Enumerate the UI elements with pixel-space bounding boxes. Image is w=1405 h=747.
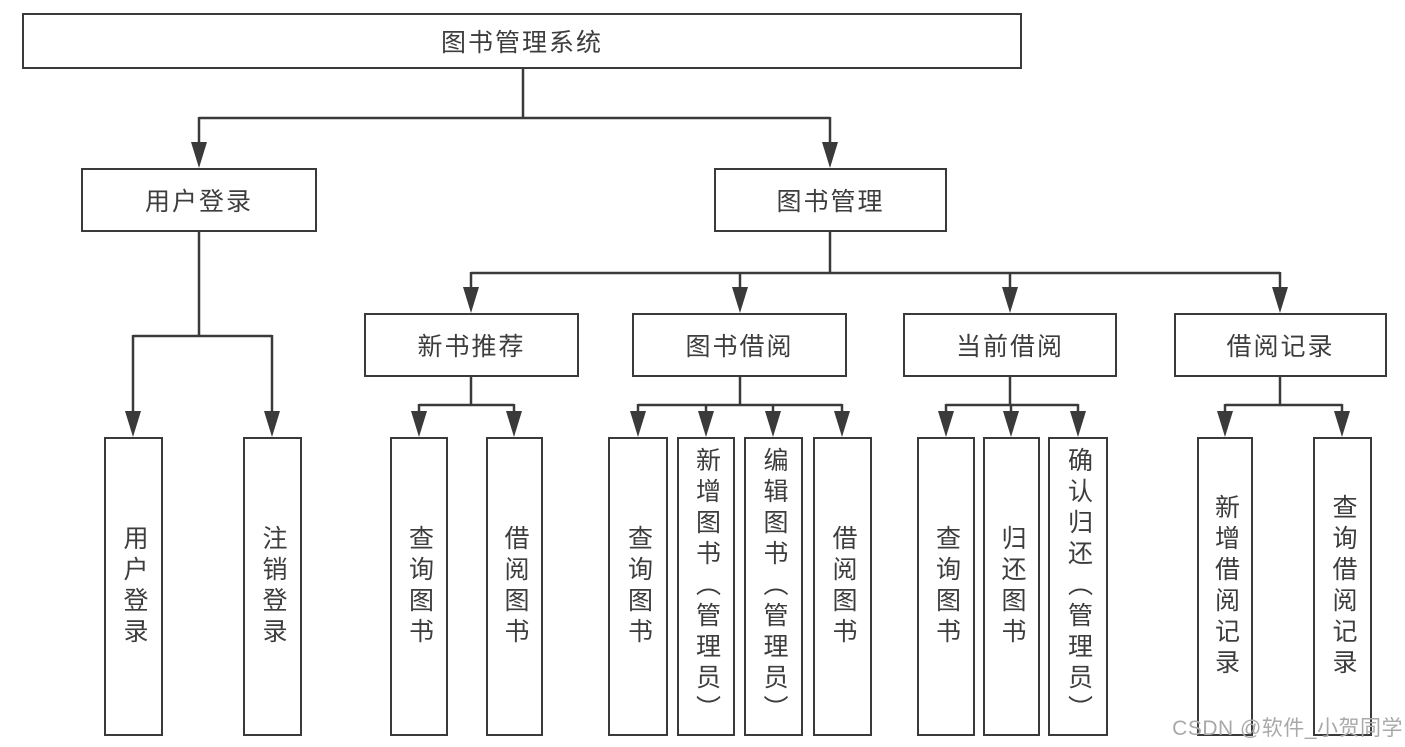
arrow-icon [1217, 411, 1233, 437]
node-root: 图书管理系统 [22, 13, 1022, 69]
leaf-borrow-books-recommend: 借阅图书 [486, 437, 543, 736]
leaf-add-borrow-record: 新增借阅记录 [1197, 437, 1253, 736]
arrow-icon [264, 411, 280, 437]
arrow-icon [1334, 411, 1350, 437]
leaf-add-books-admin: 新增图书（管理员） [677, 437, 735, 736]
arrow-icon [463, 287, 479, 313]
arrow-icon [1002, 287, 1018, 313]
arrow-icon [1070, 411, 1086, 437]
leaf-logout: 注销登录 [243, 437, 302, 736]
arrow-icon [1003, 411, 1019, 437]
leaf-borrow-books-borrowing: 借阅图书 [813, 437, 872, 736]
leaf-query-borrow-record: 查询借阅记录 [1313, 437, 1372, 736]
node-borrowing-records: 借阅记录 [1174, 313, 1387, 377]
node-book-borrowing: 图书借阅 [632, 313, 847, 377]
arrow-icon [732, 287, 748, 313]
arrow-icon [1272, 287, 1288, 313]
leaf-query-books-recommend: 查询图书 [390, 437, 448, 736]
leaf-edit-books-admin: 编辑图书（管理员） [744, 437, 803, 736]
leaf-confirm-return-admin: 确认归还（管理员） [1048, 437, 1108, 736]
arrow-icon [506, 411, 522, 437]
arrow-icon [698, 411, 714, 437]
arrow-icon [834, 411, 850, 437]
arrow-icon [125, 411, 141, 437]
arrow-icon [765, 411, 781, 437]
watermark: CSDN @软件_小贺同学 [1172, 717, 1403, 740]
arrow-icon [938, 411, 954, 437]
arrow-icon [191, 142, 207, 168]
arrow-icon [411, 411, 427, 437]
arrow-icon [630, 411, 646, 437]
node-new-book-recommend: 新书推荐 [364, 313, 579, 377]
node-book-management: 图书管理 [714, 168, 947, 232]
node-current-borrowing: 当前借阅 [903, 313, 1117, 377]
leaf-query-books-borrowing: 查询图书 [608, 437, 668, 736]
arrow-icon [822, 142, 838, 168]
leaf-user-login: 用户登录 [104, 437, 163, 736]
node-user-login: 用户登录 [81, 168, 317, 232]
leaf-query-books-current: 查询图书 [917, 437, 975, 736]
leaf-return-books: 归还图书 [983, 437, 1040, 736]
